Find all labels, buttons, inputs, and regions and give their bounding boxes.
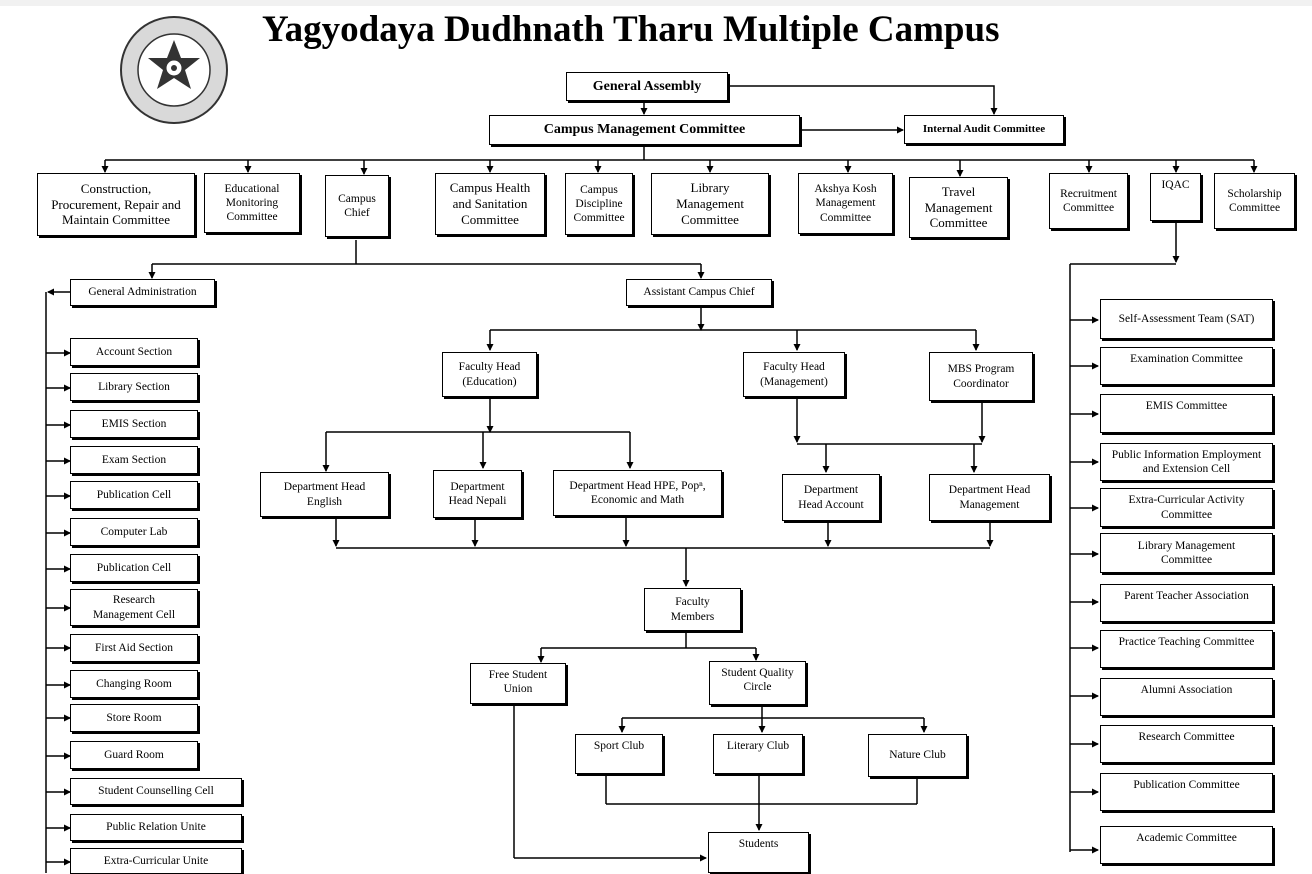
admin-item: Guard Room bbox=[70, 741, 198, 769]
akshya-kosh-box: Akshya Kosh Management Committee bbox=[798, 173, 893, 234]
free-student-union-box: Free Student Union bbox=[470, 663, 566, 704]
iqac-item: Research Committee bbox=[1100, 725, 1273, 763]
admin-item: Publication Cell bbox=[70, 554, 198, 582]
iqac-item: Public Information Employment and Extens… bbox=[1100, 443, 1273, 481]
general-administration-box: General Administration bbox=[70, 279, 215, 306]
iqac-item: Publication Committee bbox=[1100, 773, 1273, 811]
faculty-head-education-box: Faculty Head (Education) bbox=[442, 352, 537, 397]
iqac-item: EMIS Committee bbox=[1100, 394, 1273, 433]
nature-club-box: Nature Club bbox=[868, 734, 967, 777]
educational-monitoring-box: Educational Monitoring Committee bbox=[204, 173, 300, 233]
discipline-committee-box: Campus Discipline Committee bbox=[565, 173, 633, 235]
campus-chief-box: Campus Chief bbox=[325, 175, 389, 237]
iqac-item: Academic Committee bbox=[1100, 826, 1273, 864]
admin-item: First Aid Section bbox=[70, 634, 198, 662]
admin-item: Research Management Cell bbox=[70, 589, 198, 626]
admin-item: Store Room bbox=[70, 704, 198, 732]
page-title: Yagyodaya Dudhnath Tharu Multiple Campus bbox=[262, 9, 1000, 50]
iqac-item: Alumni Association bbox=[1100, 678, 1273, 716]
internal-audit-committee-box: Internal Audit Committee bbox=[904, 115, 1064, 144]
admin-item: Extra-Curricular Unite bbox=[70, 848, 242, 874]
literary-club-box: Literary Club bbox=[713, 734, 803, 774]
sport-club-box: Sport Club bbox=[575, 734, 663, 774]
iqac-item: Extra-Curricular Activity Committee bbox=[1100, 488, 1273, 527]
scholarship-committee-box: Scholarship Committee bbox=[1214, 173, 1295, 229]
students-box: Students bbox=[708, 832, 809, 873]
admin-item: Publication Cell bbox=[70, 481, 198, 509]
general-assembly-box: General Assembly bbox=[566, 72, 728, 101]
top-border bbox=[0, 0, 1312, 6]
admin-item: Computer Lab bbox=[70, 518, 198, 546]
campus-management-committee-box: Campus Management Committee bbox=[489, 115, 800, 145]
admin-item: Student Counselling Cell bbox=[70, 778, 242, 805]
iqac-item: Practice Teaching Committee bbox=[1100, 630, 1273, 668]
admin-item: Public Relation Unite bbox=[70, 814, 242, 841]
dept-head-nepali-box: Department Head Nepali bbox=[433, 470, 522, 518]
recruitment-committee-box: Recruitment Committee bbox=[1049, 173, 1128, 229]
health-sanitation-box: Campus Health and Sanitation Committee bbox=[435, 173, 545, 235]
dept-head-account-box: Department Head Account bbox=[782, 474, 880, 521]
iqac-box: IQAC bbox=[1150, 173, 1201, 221]
iqac-item: Parent Teacher Association bbox=[1100, 584, 1273, 622]
dept-head-english-box: Department Head English bbox=[260, 472, 389, 517]
assistant-campus-chief-box: Assistant Campus Chief bbox=[626, 279, 772, 306]
travel-management-box: Travel Management Committee bbox=[909, 177, 1008, 238]
faculty-head-management-box: Faculty Head (Management) bbox=[743, 352, 845, 397]
iqac-item: Self-Assessment Team (SAT) bbox=[1100, 299, 1273, 339]
admin-item: Library Section bbox=[70, 373, 198, 401]
campus-logo bbox=[120, 16, 228, 124]
dept-head-hpe-box: Department Head HPE, Popⁿ, Economic and … bbox=[553, 470, 722, 516]
library-management-committee-box: Library Management Committee bbox=[651, 173, 769, 235]
admin-item: EMIS Section bbox=[70, 410, 198, 438]
mbs-program-coordinator-box: MBS Program Coordinator bbox=[929, 352, 1033, 401]
iqac-item: Library Management Committee bbox=[1100, 533, 1273, 573]
dept-head-management-box: Department Head Management bbox=[929, 474, 1050, 521]
iqac-item: Examination Committee bbox=[1100, 347, 1273, 385]
student-quality-circle-box: Student Quality Circle bbox=[709, 661, 806, 705]
admin-item: Account Section bbox=[70, 338, 198, 366]
construction-committee-box: Construction, Procurement, Repair and Ma… bbox=[37, 173, 195, 236]
faculty-members-box: Faculty Members bbox=[644, 588, 741, 631]
admin-item: Exam Section bbox=[70, 446, 198, 474]
admin-item: Changing Room bbox=[70, 670, 198, 698]
